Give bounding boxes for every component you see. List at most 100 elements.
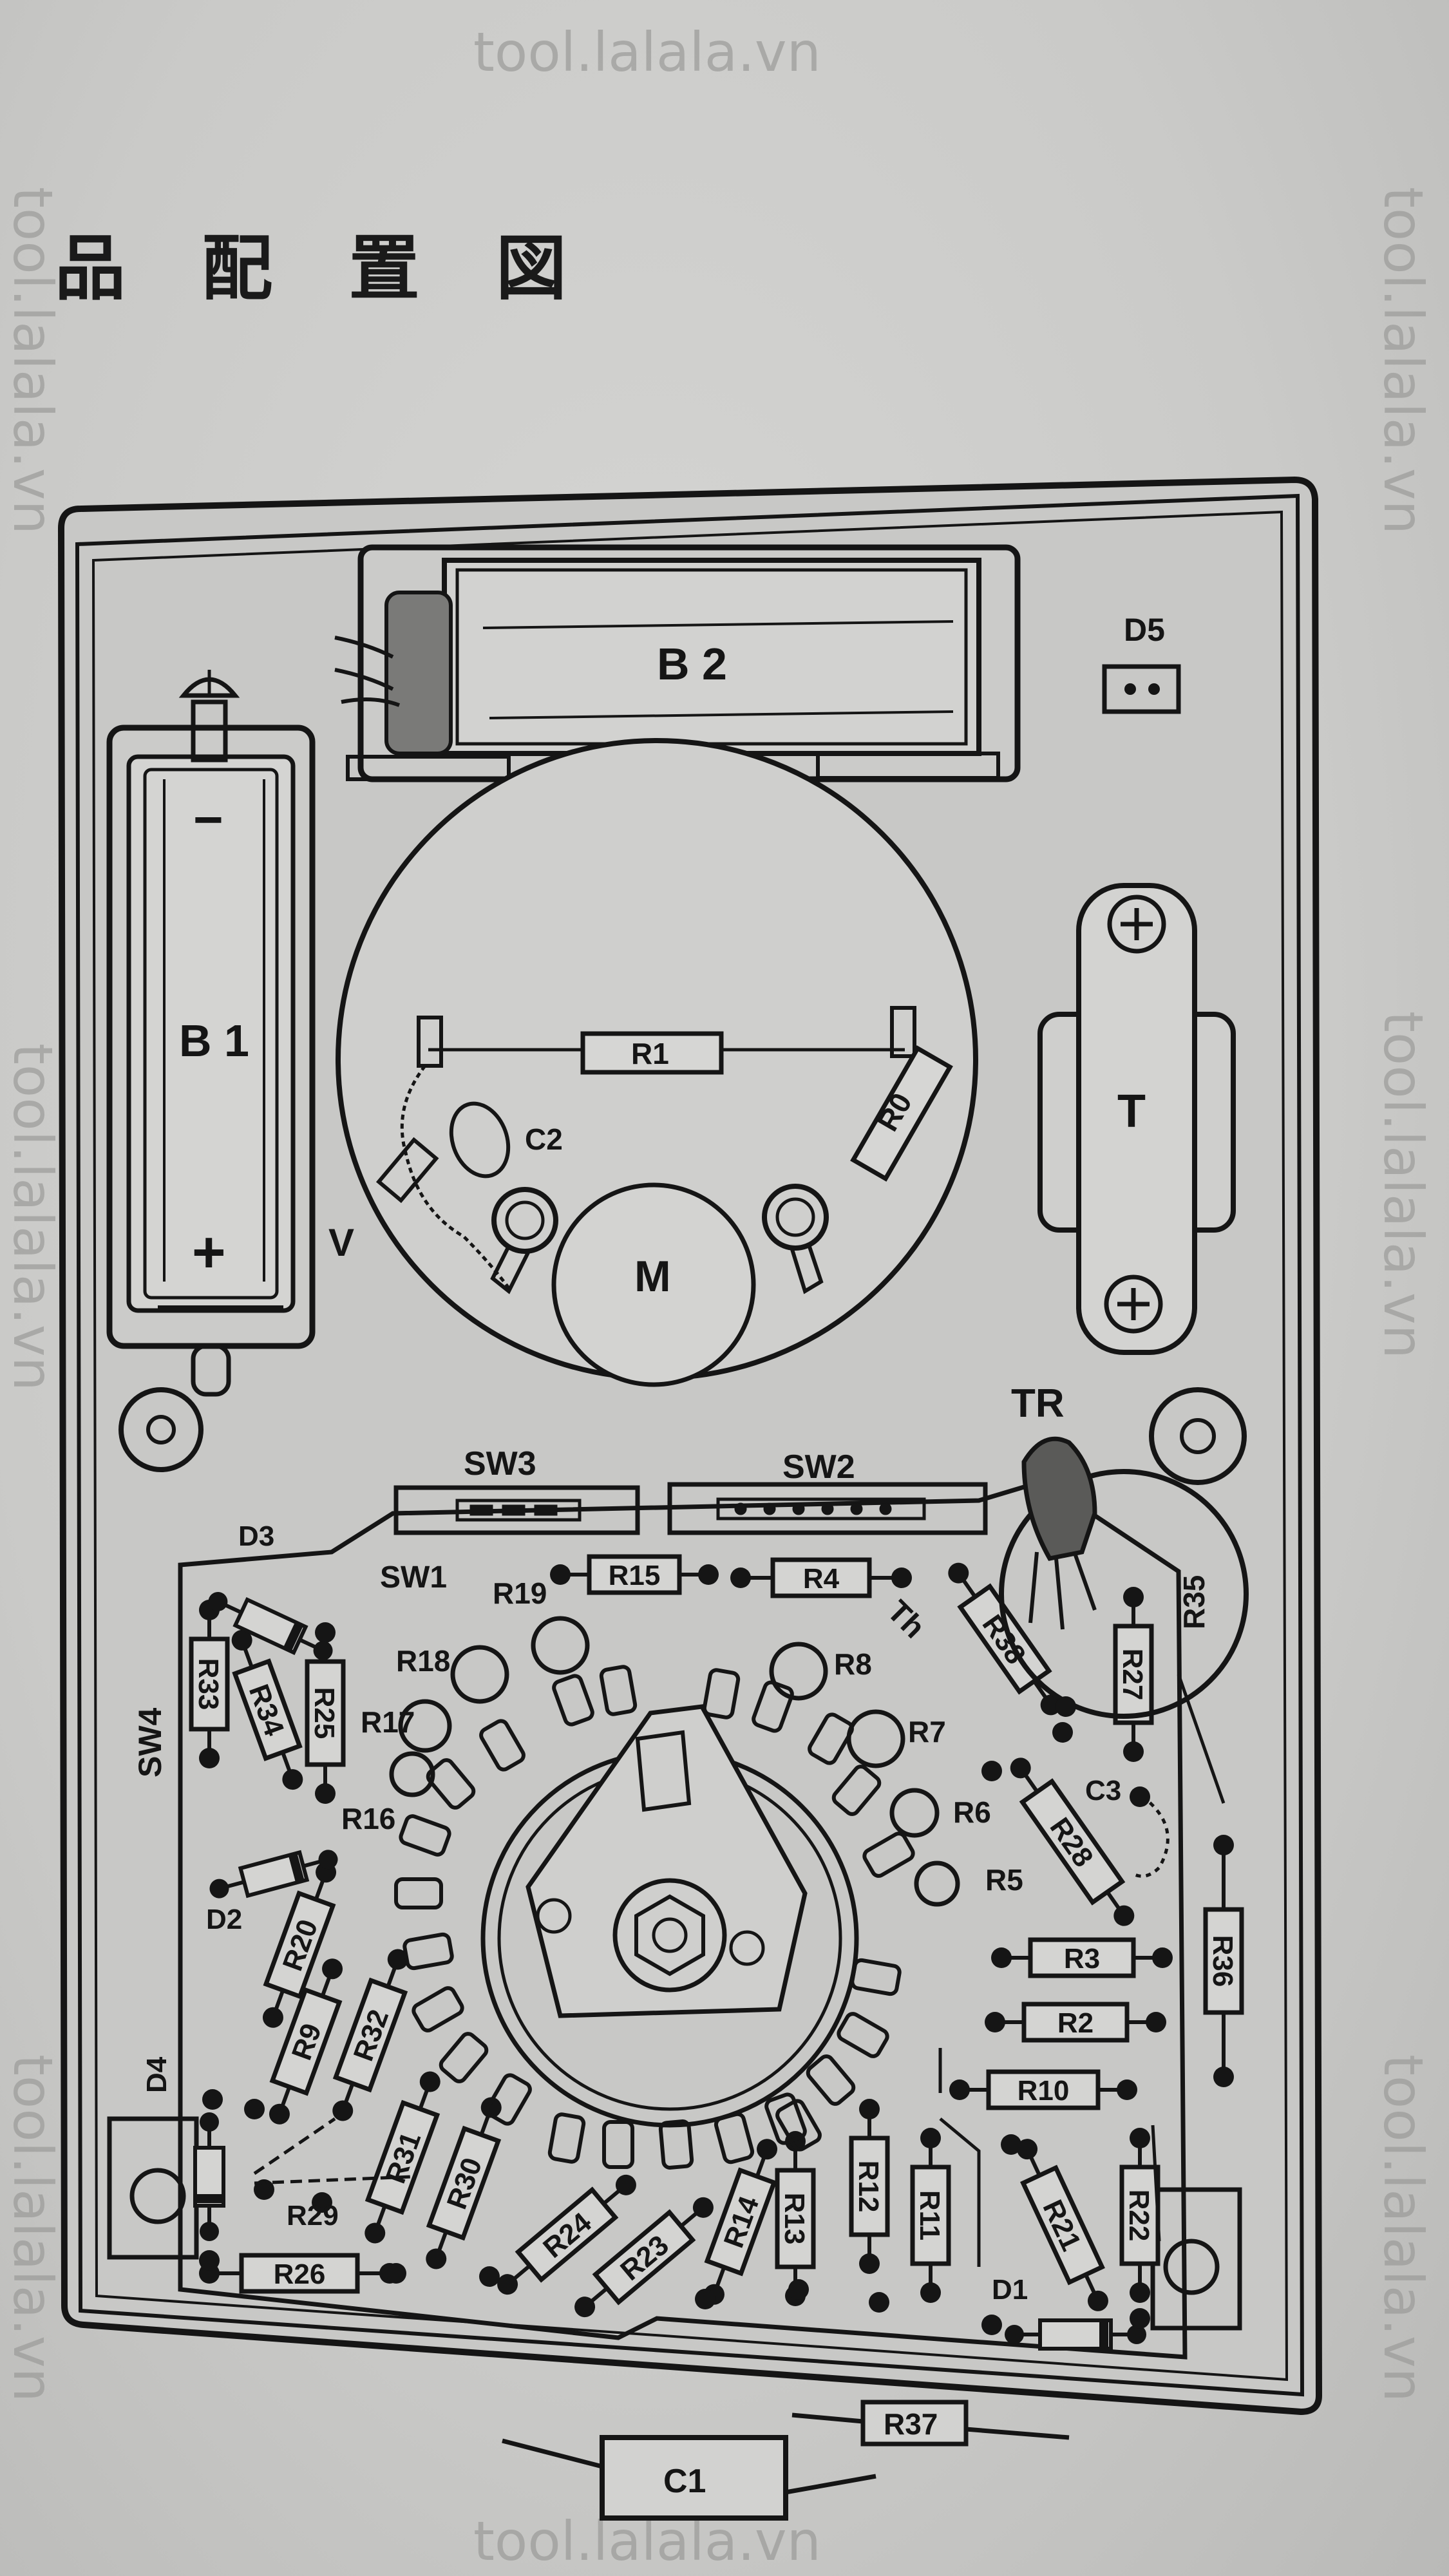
page-title: 品 配 置 図 (55, 227, 592, 310)
resistor-r11: R11 (910, 2128, 951, 2303)
label-r22: R22 (1123, 2190, 1155, 2242)
label-r5: R5 (985, 1863, 1023, 1897)
label-r19: R19 (493, 1577, 547, 1610)
switch-sw2 (667, 1482, 988, 1535)
label-r1: R1 (631, 1037, 669, 1070)
label-r11: R11 (914, 2190, 945, 2240)
label-r33: R33 (193, 1658, 224, 1710)
solder-pad (199, 2250, 220, 2271)
switch-lug (599, 1665, 638, 1716)
label-r27: R27 (1117, 1649, 1148, 1701)
label-c2: C2 (525, 1122, 563, 1156)
switch-lug (714, 2112, 755, 2164)
diode-d3 (208, 1591, 333, 1661)
solder-pad (1130, 1786, 1150, 1807)
label-c1: C1 (663, 2463, 706, 2500)
label-tr: TR (1011, 1381, 1065, 1426)
solder-pad (312, 2192, 332, 2213)
resistor-r4: R4 (730, 1557, 912, 1598)
label-r17: R17 (361, 1705, 415, 1739)
switch-lug (806, 2054, 856, 2106)
solder-pad (869, 2292, 889, 2313)
watermark-left-1: tool.lalala.vn (1, 187, 64, 535)
switch-lug (658, 2119, 694, 2170)
solder-pad (1056, 1696, 1076, 1717)
resistor-r22: R22 (1119, 2128, 1160, 2303)
rotary-switch (480, 1704, 859, 2128)
resistor-r30: R30 (426, 2097, 502, 2269)
label-r36: R36 (1207, 1935, 1238, 1987)
switch-lug (547, 2112, 586, 2164)
resistor-r2: R2 (985, 2002, 1166, 2043)
resistor-r27: R27 (1113, 1587, 1154, 1762)
switch-lug (399, 1814, 451, 1857)
label-m: M (634, 1252, 671, 1301)
watermark-left-2: tool.lalala.vn (1, 1043, 64, 1391)
battery-b1 (106, 670, 316, 1397)
label-b1-minus: − (193, 791, 223, 848)
label-d2: D2 (206, 1904, 242, 1935)
label-v: V (328, 1221, 354, 1264)
solder-pad (1001, 2134, 1021, 2155)
trim-resistor (769, 1642, 828, 1701)
solder-pad (479, 2266, 500, 2287)
trim-resistor (398, 1699, 452, 1753)
watermark-left-3: tool.lalala.vn (1, 2054, 64, 2402)
trim-resistor (450, 1645, 509, 1704)
resistor-r36: R36 (1203, 1835, 1244, 2087)
resistor-r33: R33 (189, 1600, 230, 1768)
resistor-r26: R26 (199, 2253, 400, 2294)
transistor-tr (1021, 1436, 1097, 1561)
switch-lug (552, 1674, 594, 1727)
trimmer-r35 (999, 1469, 1249, 1719)
label-r18: R18 (396, 1644, 450, 1678)
resistor-r10: R10 (949, 2069, 1137, 2110)
label-r29: R29 (287, 2200, 339, 2231)
label-b1: B 1 (179, 1016, 249, 1066)
resistor-r9: R9 (269, 1958, 343, 2125)
label-r10: R10 (1018, 2075, 1070, 2107)
solder-pad (244, 2099, 265, 2119)
label-r3: R3 (1064, 1943, 1100, 1975)
trim-resistor (531, 1616, 590, 1675)
label-b2: B 2 (657, 639, 727, 689)
resistor-r13: R13 (775, 2131, 816, 2306)
resistor-r37 (791, 2400, 1070, 2447)
switch-lug (602, 2120, 634, 2169)
jumper-r29 (253, 2117, 413, 2185)
solder-pad (1052, 1722, 1073, 1743)
label-t: T (1117, 1086, 1146, 1137)
solder-pad (788, 2279, 809, 2300)
label-r6: R6 (953, 1795, 991, 1829)
label-d3: D3 (238, 1520, 274, 1552)
meter-m (336, 738, 978, 1387)
label-d4: D4 (141, 2056, 173, 2093)
switch-lug (402, 1932, 454, 1971)
resistor-r3: R3 (991, 1937, 1173, 1978)
transformer-t (1037, 883, 1236, 1355)
switch-lug (486, 2073, 532, 2126)
label-d5: D5 (1124, 612, 1165, 648)
switch-lug (702, 1668, 741, 1719)
switch-lug (862, 1832, 915, 1878)
battery-b2 (334, 544, 1021, 782)
label-sw4: SW4 (132, 1707, 168, 1777)
switch-lug (479, 1719, 526, 1772)
switch-lug (426, 1758, 476, 1810)
label-b1-plus: + (192, 1220, 226, 1285)
resistor-r21: R21 (1017, 2139, 1108, 2311)
switch-lug (412, 1986, 464, 2032)
solder-pad (981, 1761, 1002, 1781)
resistor-r25: R25 (305, 1622, 346, 1804)
label-r15: R15 (609, 1560, 661, 1591)
label-r35: R35 (1177, 1575, 1211, 1629)
solder-pad (981, 2315, 1002, 2335)
resistor-r12: R12 (849, 2099, 890, 2274)
label-r13: R13 (779, 2193, 810, 2245)
capacitor-c1 (502, 2435, 876, 2521)
label-r8: R8 (834, 1647, 872, 1681)
trim-resistor (914, 1861, 960, 1907)
transistor-leads (1028, 1551, 1097, 1630)
